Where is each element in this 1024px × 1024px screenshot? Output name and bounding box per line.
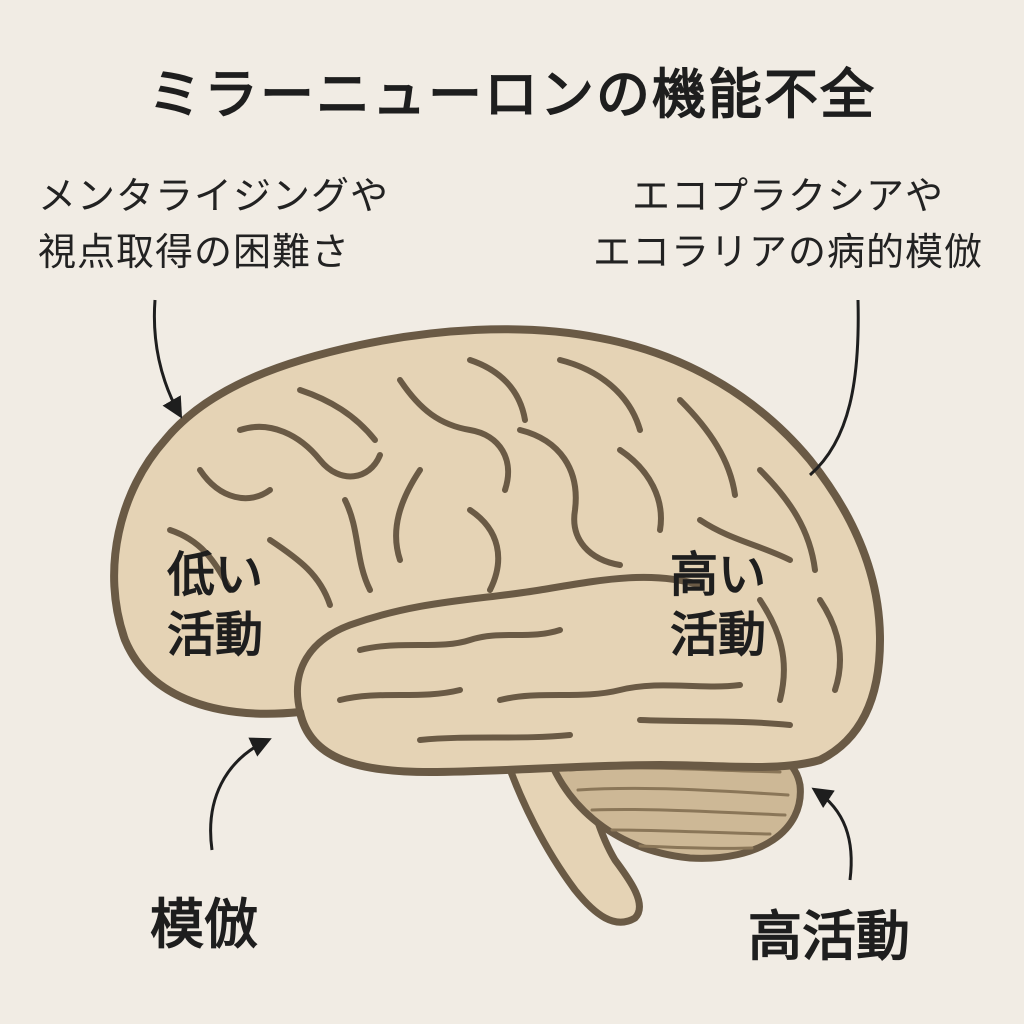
annotation-mentalizing: メンタライジングや 視点取得の困難さ — [38, 168, 389, 280]
annotation-echopraxia-line2: エコラリアの病的模倣 — [592, 230, 983, 274]
region-low-activity: 低い 活動 — [145, 545, 285, 665]
arrow-left-top — [152, 299, 183, 419]
annotation-echopraxia-line1: エコプラクシアや — [631, 174, 944, 218]
annotation-mentalizing-line2: 視点取得の困難さ — [38, 230, 351, 274]
leader-line-right-top — [809, 299, 860, 477]
label-high-activity: 高活動 — [748, 905, 910, 968]
page-title: ミラーニューロンの機能不全 — [148, 63, 876, 126]
annotation-echopraxia: エコプラクシアや エコラリアの病的模倣 — [560, 168, 1016, 280]
lateral-fissure — [293, 573, 704, 716]
region-high-line1: 高い — [669, 547, 766, 603]
arrow-imitation — [209, 737, 272, 851]
region-low-line1: 低い — [166, 547, 263, 603]
region-high-activity: 高い 活動 — [648, 545, 788, 665]
annotation-mentalizing-line1: メンタライジングや — [38, 174, 390, 218]
arrow-high-activity — [811, 787, 853, 881]
region-high-line2: 活動 — [669, 607, 766, 663]
label-imitation: 模倣 — [150, 893, 258, 956]
brain-sulci — [167, 357, 843, 743]
region-low-line2: 活動 — [166, 607, 263, 663]
